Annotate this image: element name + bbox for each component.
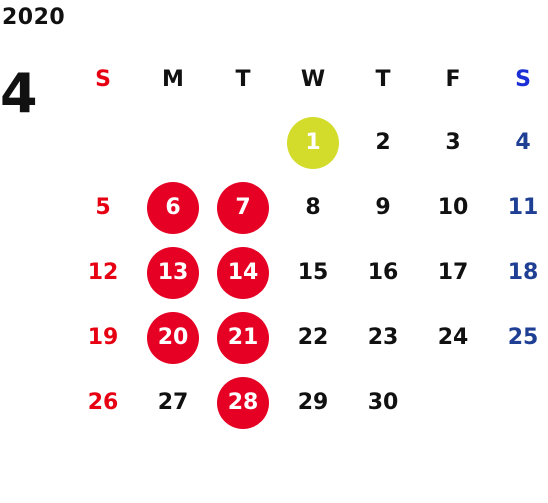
day-number: 18 (507, 259, 539, 285)
day-15[interactable]: 15 (278, 240, 348, 305)
day-7[interactable]: 7 (208, 175, 278, 240)
day-19[interactable]: 19 (68, 305, 138, 370)
highlight-marker (217, 181, 269, 234)
weekday-header-wed: W (300, 67, 326, 92)
day-14[interactable]: 14 (208, 240, 278, 305)
day-4[interactable]: 4 (488, 110, 548, 175)
day-6[interactable]: 6 (138, 175, 208, 240)
day-number: 4 (515, 129, 531, 155)
day-1[interactable]: 1 (278, 110, 348, 175)
day-number: 24 (437, 324, 469, 350)
day-23[interactable]: 23 (348, 305, 418, 370)
day-22[interactable]: 22 (278, 305, 348, 370)
day-number: 21 (227, 324, 259, 350)
year-label: 2020 (2, 5, 66, 30)
empty-cell (68, 110, 138, 175)
day-number: 22 (297, 324, 329, 350)
day-number: 26 (87, 389, 119, 415)
weekday-header-mon: M (162, 67, 184, 92)
day-29[interactable]: 29 (278, 370, 348, 435)
day-number: 13 (157, 259, 189, 285)
weekday-header-fri: F (445, 67, 461, 92)
day-number: 6 (165, 194, 181, 220)
day-number: 14 (227, 259, 259, 285)
day-number: 2 (375, 129, 391, 155)
day-number: 11 (507, 194, 539, 220)
empty-cell (208, 110, 278, 175)
day-28[interactable]: 28 (208, 370, 278, 435)
empty-cell (138, 110, 208, 175)
day-5[interactable]: 5 (68, 175, 138, 240)
day-number: 7 (235, 194, 251, 220)
day-17[interactable]: 17 (418, 240, 488, 305)
day-number: 12 (87, 259, 119, 285)
highlight-marker (217, 376, 269, 429)
day-24[interactable]: 24 (418, 305, 488, 370)
day-number: 15 (297, 259, 329, 285)
day-30[interactable]: 30 (348, 370, 418, 435)
highlight-marker (217, 246, 269, 299)
weekday-header-thu: T (375, 67, 391, 92)
day-number: 16 (367, 259, 399, 285)
day-number: 28 (227, 389, 259, 415)
month-label: 4 (0, 62, 38, 125)
day-11[interactable]: 11 (488, 175, 548, 240)
day-12[interactable]: 12 (68, 240, 138, 305)
day-26[interactable]: 26 (68, 370, 138, 435)
day-number: 23 (367, 324, 399, 350)
day-10[interactable]: 10 (418, 175, 488, 240)
day-number: 5 (95, 194, 111, 220)
day-number: 10 (437, 194, 469, 220)
day-number: 8 (305, 194, 321, 220)
day-number: 1 (305, 129, 321, 155)
day-number: 9 (375, 194, 391, 220)
day-number: 19 (87, 324, 119, 350)
day-number: 27 (157, 389, 189, 415)
highlight-marker (147, 246, 199, 299)
day-21[interactable]: 21 (208, 305, 278, 370)
weekday-header-sat: S (515, 67, 531, 92)
day-13[interactable]: 13 (138, 240, 208, 305)
today-marker (287, 116, 339, 169)
day-25[interactable]: 25 (488, 305, 548, 370)
weekday-header-sun: S (95, 67, 111, 92)
day-number: 25 (507, 324, 539, 350)
day-number: 29 (297, 389, 329, 415)
day-number: 20 (157, 324, 189, 350)
day-number: 17 (437, 259, 469, 285)
weekday-header-tue: T (235, 67, 251, 92)
day-3[interactable]: 3 (418, 110, 488, 175)
highlight-marker (217, 311, 269, 364)
day-20[interactable]: 20 (138, 305, 208, 370)
day-8[interactable]: 8 (278, 175, 348, 240)
day-number: 30 (367, 389, 399, 415)
day-16[interactable]: 16 (348, 240, 418, 305)
highlight-marker (147, 181, 199, 234)
day-number: 3 (445, 129, 461, 155)
day-9[interactable]: 9 (348, 175, 418, 240)
day-2[interactable]: 2 (348, 110, 418, 175)
day-27[interactable]: 27 (138, 370, 208, 435)
highlight-marker (147, 311, 199, 364)
day-18[interactable]: 18 (488, 240, 548, 305)
